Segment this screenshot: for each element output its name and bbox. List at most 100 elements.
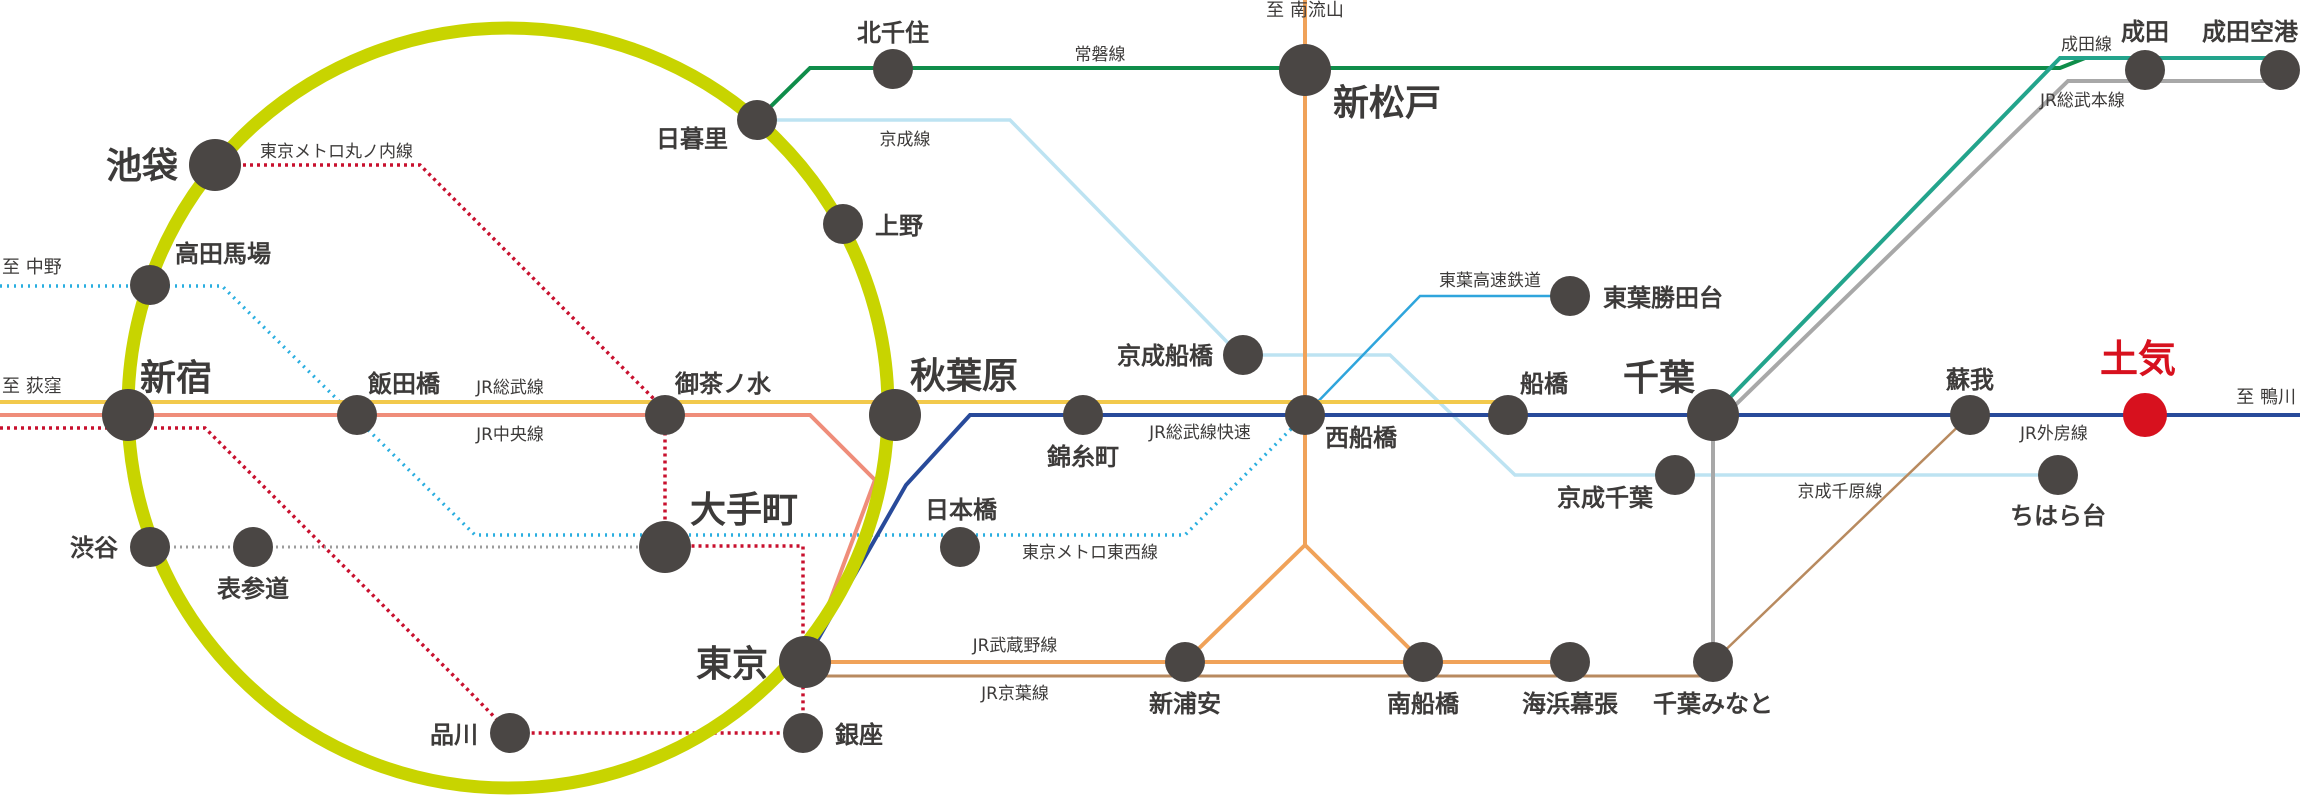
- label-soga: 蘇我: [1946, 366, 1994, 394]
- station-tokyo[interactable]: [779, 636, 831, 688]
- station-kinshicho[interactable]: [1063, 395, 1103, 435]
- station-shinurayasu[interactable]: [1165, 642, 1205, 682]
- station-nishifunabashi[interactable]: [1285, 395, 1325, 435]
- line-labels: 常磐線 京成線 東京メトロ丸ノ内線 JR総武線 JR中央線 JR総武線快速 東京…: [260, 35, 2125, 704]
- label-naritakuko: 成田空港: [2202, 18, 2299, 46]
- direction-nagareyama: 至 南流山: [1266, 0, 1344, 21]
- station-chiharadai[interactable]: [2038, 455, 2078, 495]
- sobu-main-line: [1718, 79, 2268, 422]
- line-label-sobu-rapid: JR総武線快速: [1148, 423, 1251, 443]
- station-chiba[interactable]: [1687, 389, 1739, 441]
- station-kaihinmakuhari[interactable]: [1550, 642, 1590, 682]
- station-akihabara[interactable]: [869, 389, 921, 441]
- label-nippori: 日暮里: [656, 125, 728, 153]
- direction-nakano: 至 中野: [2, 257, 62, 278]
- label-akihabara: 秋葉原: [910, 356, 1018, 397]
- line-label-narita: 成田線: [2061, 35, 2112, 55]
- station-shinagawa[interactable]: [490, 713, 530, 753]
- label-chiba: 千葉: [1623, 358, 1696, 399]
- line-label-musashino: JR武蔵野線: [972, 636, 1058, 656]
- label-ueno: 上野: [875, 212, 923, 240]
- station-takadanobaba[interactable]: [130, 265, 170, 305]
- keisei-line: [745, 118, 2058, 477]
- label-tokyo: 東京: [696, 643, 768, 685]
- station-soga[interactable]: [1950, 395, 1990, 435]
- label-ginza: 銀座: [835, 721, 883, 749]
- line-label-chuo: JR中央線: [475, 425, 544, 445]
- station-ochanomizu[interactable]: [645, 395, 685, 435]
- label-shibuya: 渋谷: [70, 534, 119, 562]
- direction-kamogawa: 至 鴨川: [2236, 387, 2296, 408]
- line-label-sobu-main: JR総武本線: [2039, 91, 2125, 111]
- station-toyokatsutadai[interactable]: [1550, 276, 1590, 316]
- label-shinurayasu: 新浦安: [1149, 690, 1221, 718]
- toyo-line: [1304, 294, 1570, 416]
- station-labels: 北千住 新松戸 日暮里 上野 池袋 高田馬場 新宿 飯田橋 御茶ノ水 秋葉原 大…: [70, 18, 2299, 749]
- label-shinmatsudo: 新松戸: [1333, 83, 1441, 124]
- label-nihonbashi: 日本橋: [925, 496, 998, 524]
- label-funabashi: 船橋: [1520, 370, 1569, 398]
- line-label-keiyo: JR京葉線: [980, 684, 1049, 704]
- label-minamifunabashi: 南船橋: [1387, 690, 1460, 718]
- station-shibuya[interactable]: [130, 527, 170, 567]
- station-shinjuku[interactable]: [102, 389, 154, 441]
- station-ginza[interactable]: [783, 713, 823, 753]
- uchibo-line: [1712, 414, 1971, 663]
- line-label-keisei: 京成線: [880, 130, 931, 150]
- station-funabashi[interactable]: [1488, 395, 1528, 435]
- station-keiseichiba[interactable]: [1655, 455, 1695, 495]
- label-narita: 成田: [2121, 18, 2169, 46]
- station-keiseifunabashi[interactable]: [1223, 335, 1263, 375]
- station-narita[interactable]: [2125, 50, 2165, 90]
- direction-labels: 至 南流山 至 中野 至 荻窪 至 鴨川: [2, 0, 2296, 408]
- chuo-line: [0, 413, 878, 661]
- line-label-tozai: 東京メトロ東西線: [1022, 543, 1158, 563]
- station-chibaminato[interactable]: [1693, 642, 1733, 682]
- yamanote-loop: [121, 21, 895, 795]
- line-label-marunouchi: 東京メトロ丸ノ内線: [260, 142, 413, 162]
- station-nippori[interactable]: [737, 100, 777, 140]
- marunouchi-line-west: [0, 426, 805, 735]
- label-toke: 土気: [2100, 337, 2176, 381]
- station-iidabashi[interactable]: [337, 395, 377, 435]
- station-ikebukuro[interactable]: [189, 139, 241, 191]
- marunouchi-line: [215, 163, 805, 662]
- station-toke[interactable]: [2123, 393, 2167, 437]
- label-omotesando: 表参道: [217, 575, 289, 603]
- label-ikebukuro: 池袋: [106, 146, 178, 187]
- label-kaihinmakuhari: 海浜幕張: [1522, 690, 1619, 718]
- line-label-jobban: 常磐線: [1075, 45, 1126, 65]
- line-label-chihara: 京成千原線: [1798, 482, 1883, 502]
- station-omotesando[interactable]: [233, 527, 273, 567]
- station-otemachi[interactable]: [639, 521, 691, 573]
- label-chibaminato: 千葉みなと: [1653, 690, 1773, 718]
- station-ueno[interactable]: [823, 204, 863, 244]
- station-nihonbashi[interactable]: [940, 527, 980, 567]
- label-keiseichiba: 京成千葉: [1557, 484, 1654, 512]
- station-shinmatsudo[interactable]: [1279, 44, 1331, 96]
- stations-layer: [102, 44, 2300, 753]
- label-toyokatsutadai: 東葉勝田台: [1603, 284, 1723, 312]
- label-iidabashi: 飯田橋: [367, 370, 441, 398]
- label-nishifunabashi: 西船橋: [1325, 424, 1398, 452]
- label-keiseifunabashi: 京成船橋: [1117, 342, 1214, 370]
- direction-ogikubo: 至 荻窪: [2, 376, 62, 397]
- line-label-sotobo: JR外房線: [2019, 424, 2088, 444]
- station-naritakuko[interactable]: [2260, 50, 2300, 90]
- station-minamifunabashi[interactable]: [1403, 642, 1443, 682]
- label-shinagawa: 品川: [430, 721, 478, 749]
- label-takadanobaba: 高田馬場: [175, 240, 271, 268]
- line-label-toyo: 東葉高速鉄道: [1439, 271, 1541, 291]
- label-kitasenju: 北千住: [857, 19, 929, 47]
- label-kinshicho: 錦糸町: [1047, 443, 1119, 471]
- station-kitasenju[interactable]: [873, 49, 913, 89]
- label-chiharadai: ちはら台: [2010, 502, 2106, 530]
- label-otemachi: 大手町: [690, 490, 798, 531]
- narita-line: [1711, 56, 2268, 417]
- line-label-sobu: JR総武線: [475, 378, 544, 398]
- label-ochanomizu: 御茶ノ水: [674, 370, 772, 398]
- label-shinjuku: 新宿: [140, 358, 212, 399]
- sobu-rapid-line: [803, 413, 2300, 663]
